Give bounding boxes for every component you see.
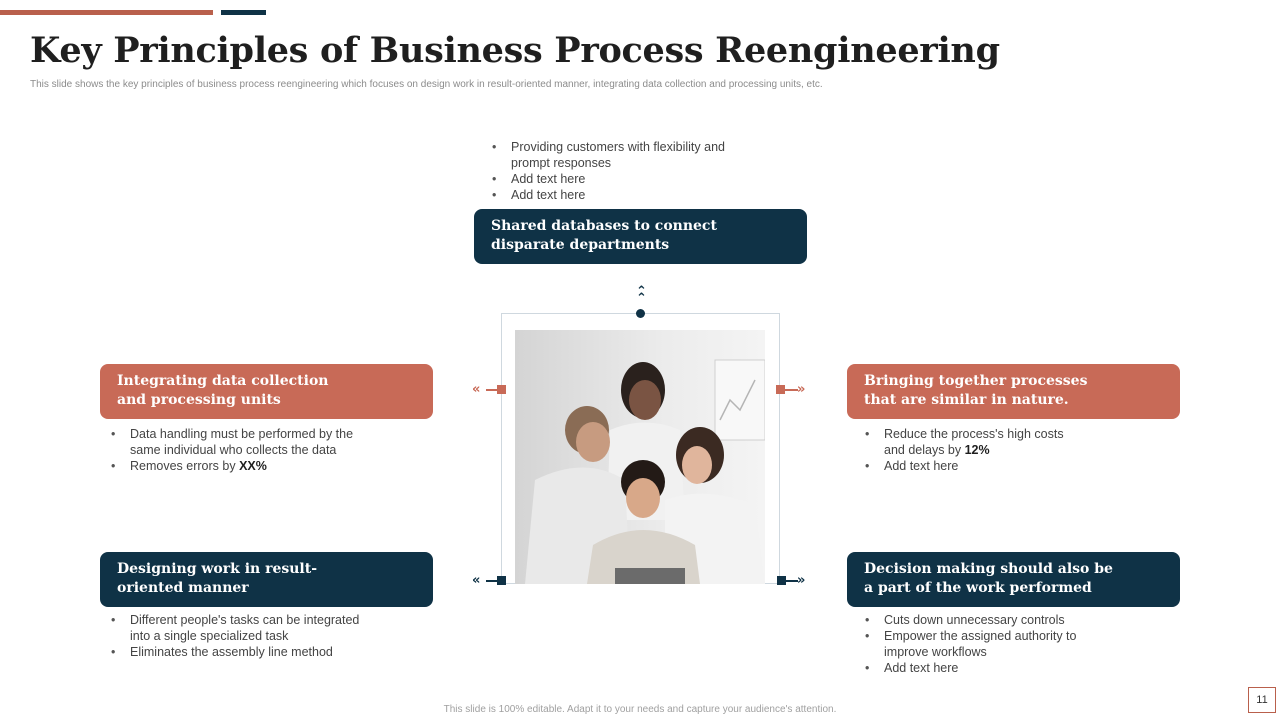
list-item: Providing customers with flexibility and… [492,139,782,171]
list-item: Add text here [492,171,782,187]
principle-heading-line: Integrating data collection [117,373,329,389]
principle-box-decision-making: Decision making should also be a part of… [847,552,1180,607]
principle-box-designing-work: Designing work in result- oriented manne… [100,552,433,607]
accent-bar-red [0,10,213,15]
chevron-right-icon: » [797,382,806,397]
list-item: Different people's tasks can be integrat… [111,612,431,644]
principle-box-integrating-data: Integrating data collection and processi… [100,364,433,419]
team-photo-illustration [515,330,765,584]
chevron-up-icon: ⌃ [636,284,647,299]
chevron-right-icon: » [797,573,806,588]
principle-heading-line: a part of the work performed [864,580,1092,596]
principle-box-bringing-together: Bringing together processes that are sim… [847,364,1180,419]
right-bottom-bullet-list: Cuts down unnecessary controls Empower t… [865,612,1165,676]
principle-heading-line: Bringing together processes [864,373,1088,389]
connector-dot [636,309,645,318]
chevron-up-icon: ⌃ [636,291,647,306]
team-meeting-photo [515,330,765,584]
principle-heading-line: Shared databases to connect [491,218,717,234]
principle-heading-line: Decision making should also be [864,561,1113,577]
connector-square [497,385,506,394]
chevron-left-icon: « [472,382,481,397]
slide-subtitle: This slide shows the key principles of b… [30,79,823,90]
left-top-bullet-list: Data handling must be performed by thesa… [111,426,411,474]
list-item: Cuts down unnecessary controls [865,612,1165,628]
connector-square [497,576,506,585]
chevron-left-icon: « [472,573,481,588]
list-item: Removes errors by XX% [111,458,411,474]
principle-heading-line: disparate departments [491,237,670,253]
principle-heading-line: oriented manner [117,580,249,596]
connector-line [486,389,498,391]
principle-heading-line: that are similar in nature. [864,392,1069,408]
principle-heading-line: Designing work in result- [117,561,318,577]
list-item: Add text here [865,660,1165,676]
left-bottom-bullet-list: Different people's tasks can be integrat… [111,612,431,660]
accent-bar-navy [221,10,266,15]
connector-line [486,580,498,582]
list-item: Eliminates the assembly line method [111,644,431,660]
list-item: Data handling must be performed by thesa… [111,426,411,458]
slide-title: Key Principles of Business Process Reeng… [30,30,1000,71]
list-item: Add text here [865,458,1165,474]
connector-line [785,580,798,582]
top-bullet-list: Providing customers with flexibility and… [492,139,782,203]
connector-line [784,389,798,391]
connector-square [776,385,785,394]
list-item: Empower the assigned authority toimprove… [865,628,1165,660]
principle-box-shared-databases: Shared databases to connect disparate de… [474,209,807,264]
list-item: Add text here [492,187,782,203]
connector-square [777,576,786,585]
principle-heading-line: and processing units [117,392,281,408]
footer-note: This slide is 100% editable. Adapt it to… [443,704,837,715]
page-number: 11 [1248,687,1276,713]
